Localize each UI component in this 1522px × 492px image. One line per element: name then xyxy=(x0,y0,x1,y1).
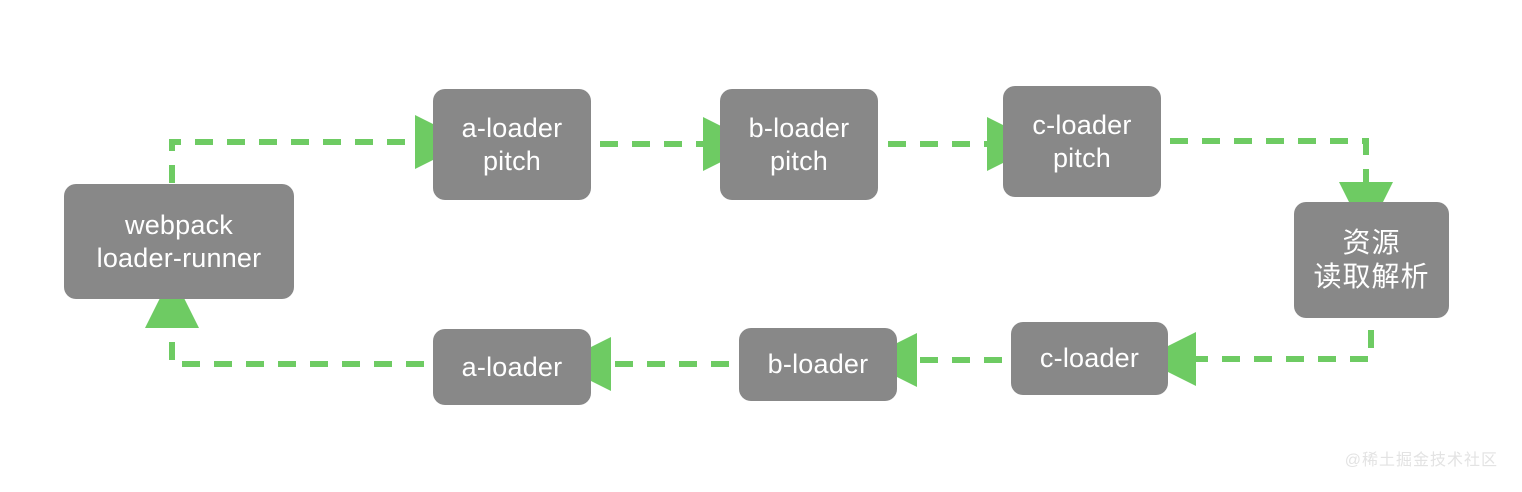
node-c-loader-pitch[interactable]: c-loader pitch xyxy=(1003,86,1161,197)
node-label-line1: c-loader xyxy=(1032,109,1132,140)
node-label-line2: 读取解析 xyxy=(1313,261,1430,292)
edge-resource-to-c-loader xyxy=(1142,330,1374,386)
node-b-loader[interactable]: b-loader xyxy=(739,328,897,401)
node-label-line1: 资源 xyxy=(1342,226,1401,258)
node-label-line1: c-loader xyxy=(1039,343,1140,374)
edge-a-loader-to-webpack xyxy=(145,274,424,367)
node-resource-read-parse[interactable]: 资源 读取解析 xyxy=(1294,202,1449,318)
node-c-loader[interactable]: c-loader xyxy=(1011,322,1168,395)
edge-c-pitch-to-resource xyxy=(1170,138,1393,236)
node-b-loader-pitch[interactable]: b-loader pitch xyxy=(720,89,878,200)
node-a-loader[interactable]: a-loader xyxy=(433,329,591,405)
watermark-text: @稀土掘金技术社区 xyxy=(1344,452,1498,469)
edge-webpack-to-a-pitch xyxy=(169,115,469,183)
node-label-line2: loader-runner xyxy=(96,242,262,273)
node-label-line1: b-loader xyxy=(767,349,869,380)
node-label-line1: a-loader xyxy=(461,112,563,143)
node-label-line1: a-loader xyxy=(461,351,563,382)
node-label-line2: pitch xyxy=(482,145,542,176)
node-label-line2: pitch xyxy=(769,145,829,176)
node-label-line1: b-loader xyxy=(748,112,850,143)
node-label-line1: webpack xyxy=(125,209,233,240)
node-a-loader-pitch[interactable]: a-loader pitch xyxy=(433,89,591,200)
node-label-line2: pitch xyxy=(1052,142,1112,173)
node-webpack-loader-runner[interactable]: webpack loader-runner xyxy=(64,184,294,299)
